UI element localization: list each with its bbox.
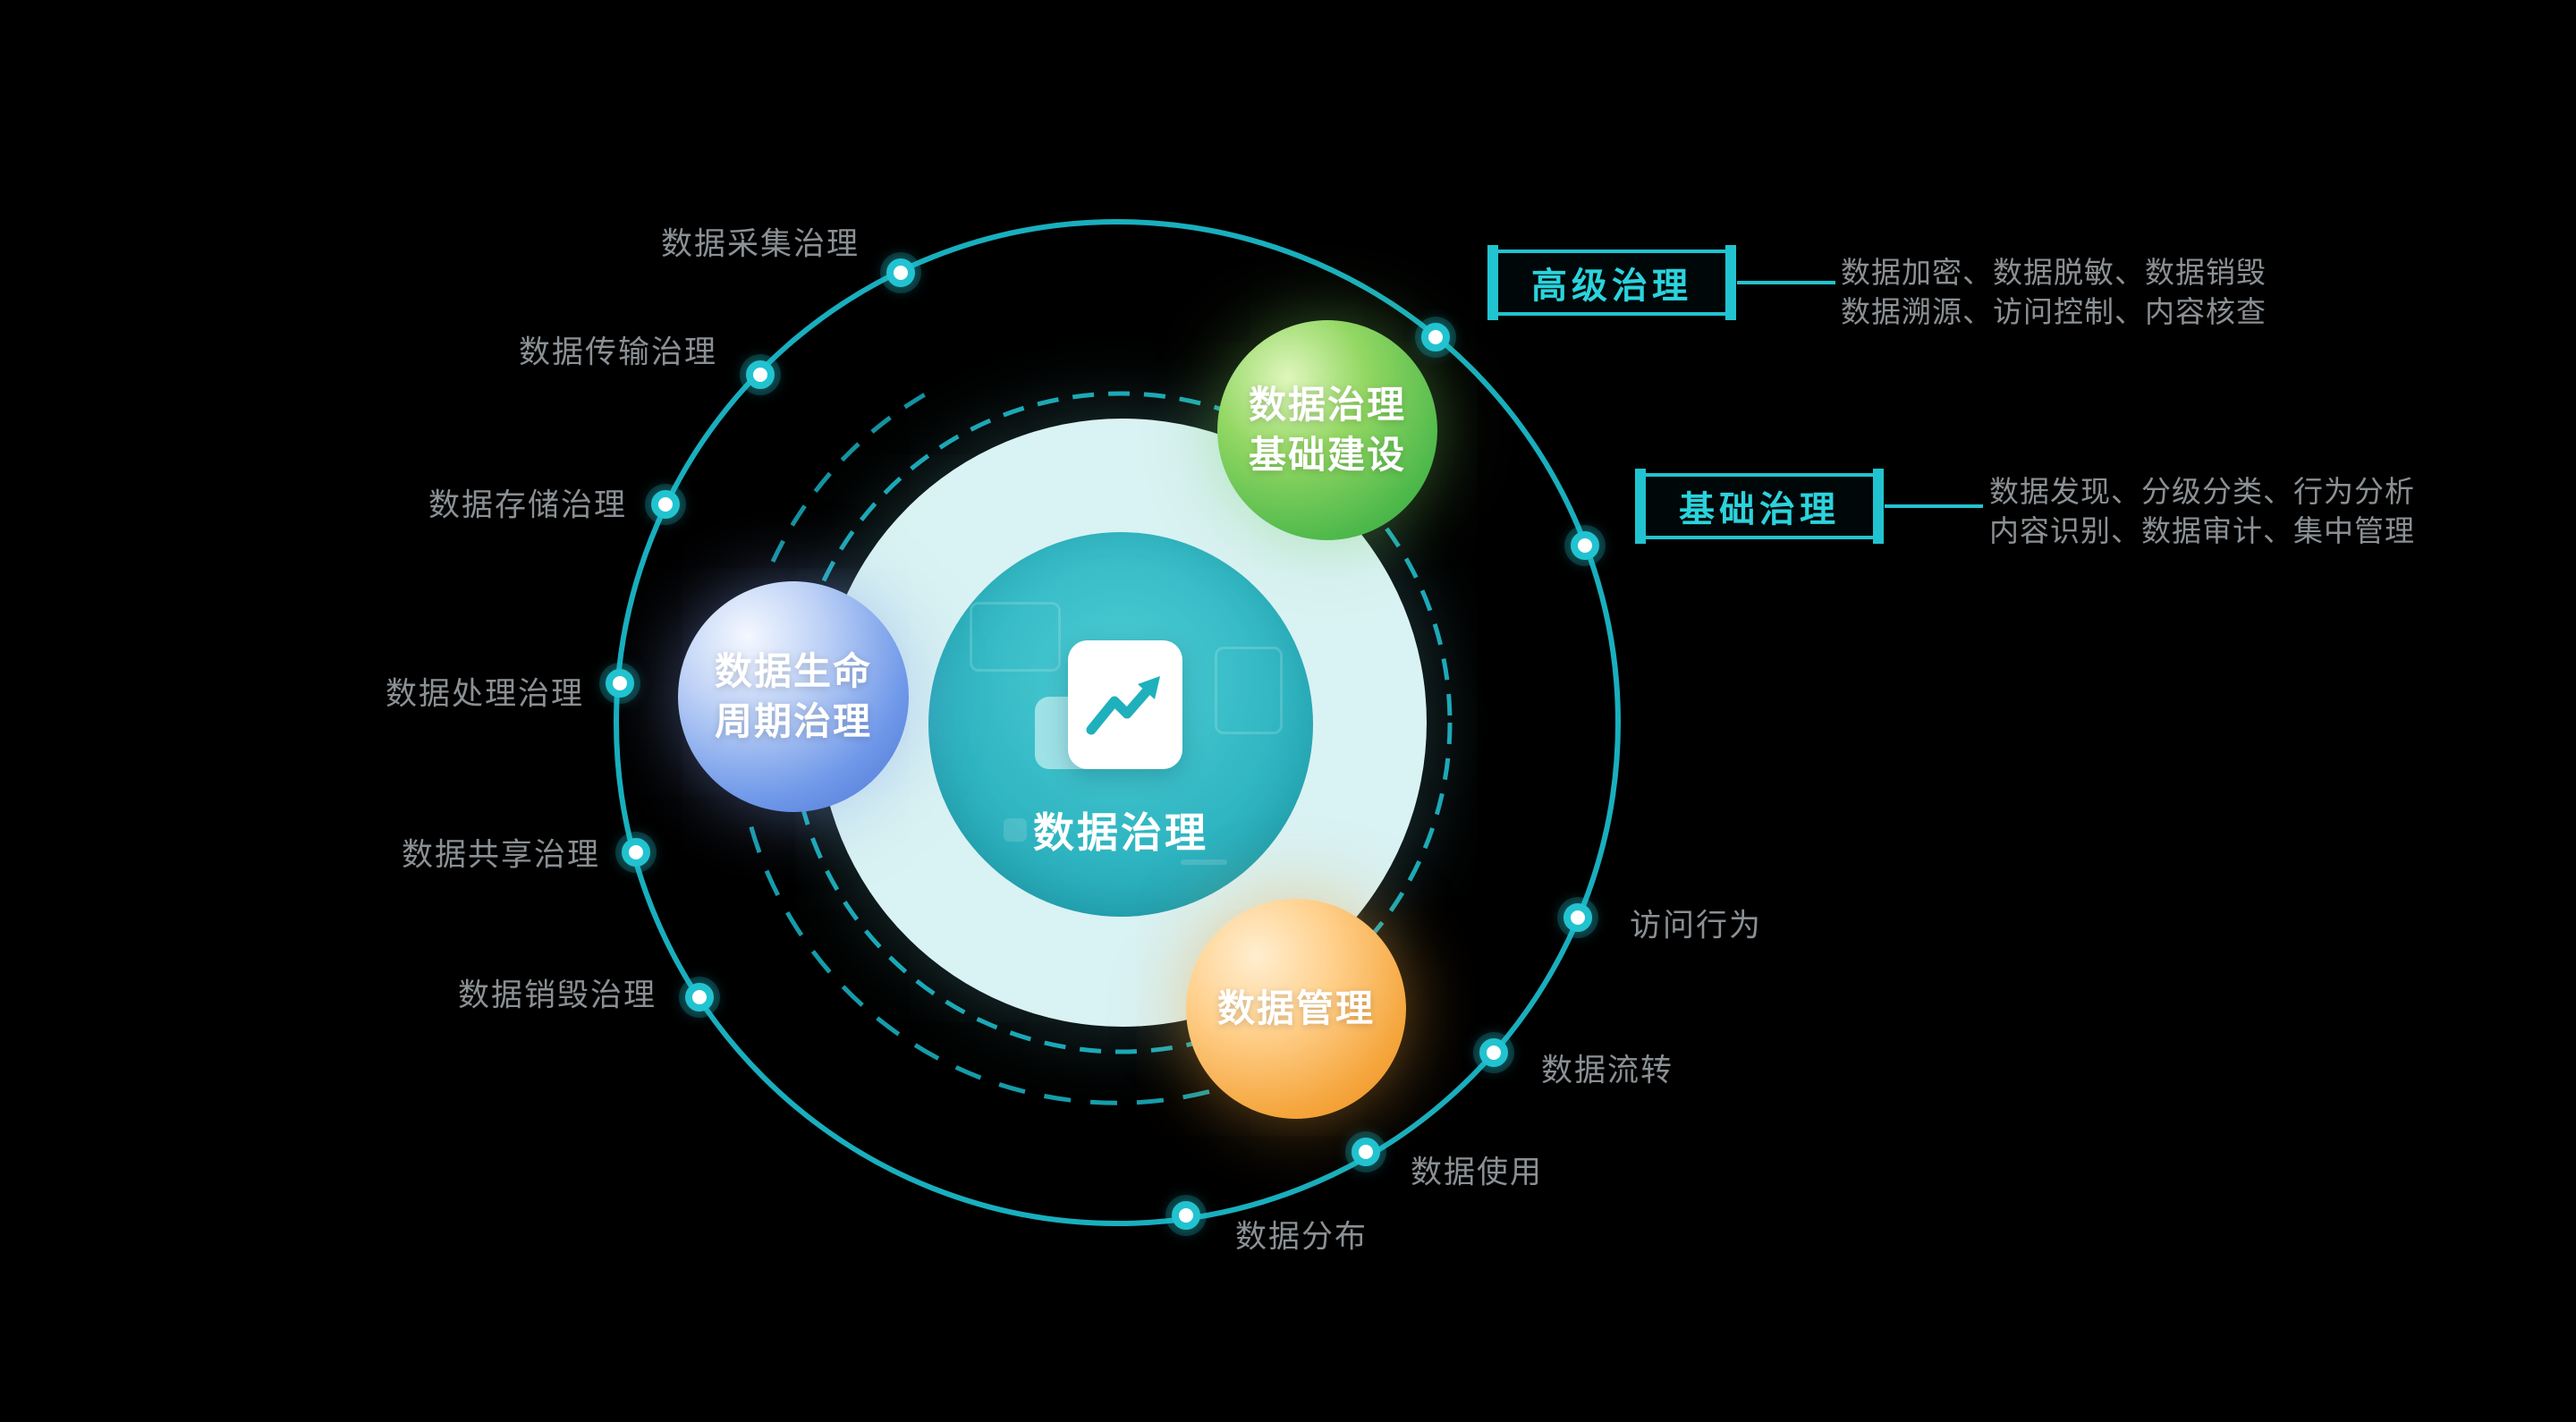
trend-line-icon: [1086, 676, 1160, 735]
outer-orbit-circle: [614, 219, 1621, 1226]
circuit-pattern: [1004, 818, 1027, 842]
callout-basic-title: 基础治理: [1679, 490, 1840, 529]
ring-node-destruction: [685, 983, 714, 1011]
circuit-pattern: [1181, 859, 1227, 865]
ring-node-storage: [651, 490, 680, 519]
circuit-pattern: [1215, 647, 1283, 734]
ring-label-transmission: 数据传输治理: [518, 334, 718, 370]
ring-label-destruction: 数据销毁治理: [457, 978, 657, 1013]
ring-node-distribution: [1172, 1201, 1200, 1230]
ring-node-basic-governance: [1571, 531, 1599, 560]
sphere-label-line: 数据管理: [1216, 987, 1375, 1029]
ring-label-distribution: 数据分布: [1234, 1219, 1368, 1255]
callout-basic-desc: 数据发现、分级分类、行为分析 内容识别、数据审计、集中管理: [1989, 472, 2415, 551]
sphere-lifecycle: 数据生命 周期治理: [678, 581, 909, 812]
ring-node-transmission: [746, 360, 775, 389]
ring-node-collection: [886, 258, 915, 287]
callout-desc-line: 数据溯源、访问控制、内容核查: [1841, 295, 2267, 328]
callout-advanced-title: 高级治理: [1531, 267, 1692, 306]
dashed-orbit-circle: [789, 391, 1453, 1054]
sphere-infrastructure: 数据治理 基础建设: [1217, 320, 1437, 540]
ring-label-processing: 数据处理治理: [385, 676, 585, 712]
sphere-label-line: 数据治理: [1248, 384, 1406, 426]
sphere-label-line: 周期治理: [714, 700, 872, 742]
ring-label-sharing: 数据共享治理: [401, 837, 601, 873]
callout-advanced-connector: [1737, 281, 1835, 284]
ring-label-usage: 数据使用: [1410, 1155, 1544, 1190]
sphere-management: 数据管理: [1186, 899, 1406, 1119]
center-title: 数据治理: [1033, 809, 1208, 856]
core-disc: [928, 532, 1313, 917]
callout-basic-governance: 基础治理: [1635, 469, 1884, 544]
ring-label-flow: 数据流转: [1540, 1053, 1674, 1088]
sphere-label-line: 基础建设: [1248, 434, 1406, 476]
callout-advanced-governance: 高级治理: [1487, 245, 1736, 320]
callout-basic-connector: [1885, 504, 1983, 508]
ring-node-sharing: [622, 838, 650, 867]
sphere-label-line: 数据生命: [714, 650, 872, 692]
circuit-pattern: [970, 602, 1061, 672]
callout-desc-line: 内容识别、数据审计、集中管理: [1989, 514, 2415, 547]
callout-desc-line: 数据发现、分级分类、行为分析: [1989, 475, 2415, 508]
ring-node-flow: [1479, 1038, 1508, 1067]
callout-desc-line: 数据加密、数据脱敏、数据销毁: [1841, 256, 2267, 289]
ring-node-usage: [1352, 1138, 1380, 1166]
ring-node-advanced-governance: [1421, 323, 1450, 351]
ring-label-access: 访问行为: [1629, 908, 1763, 944]
ring-node-processing: [606, 669, 634, 698]
chart-document-icon: [1068, 640, 1182, 769]
callout-advanced-desc: 数据加密、数据脱敏、数据销毁 数据溯源、访问控制、内容核查: [1841, 253, 2267, 332]
ring-node-access: [1563, 903, 1592, 932]
ring-label-collection: 数据采集治理: [660, 226, 860, 262]
ring-label-storage: 数据存储治理: [428, 487, 628, 523]
